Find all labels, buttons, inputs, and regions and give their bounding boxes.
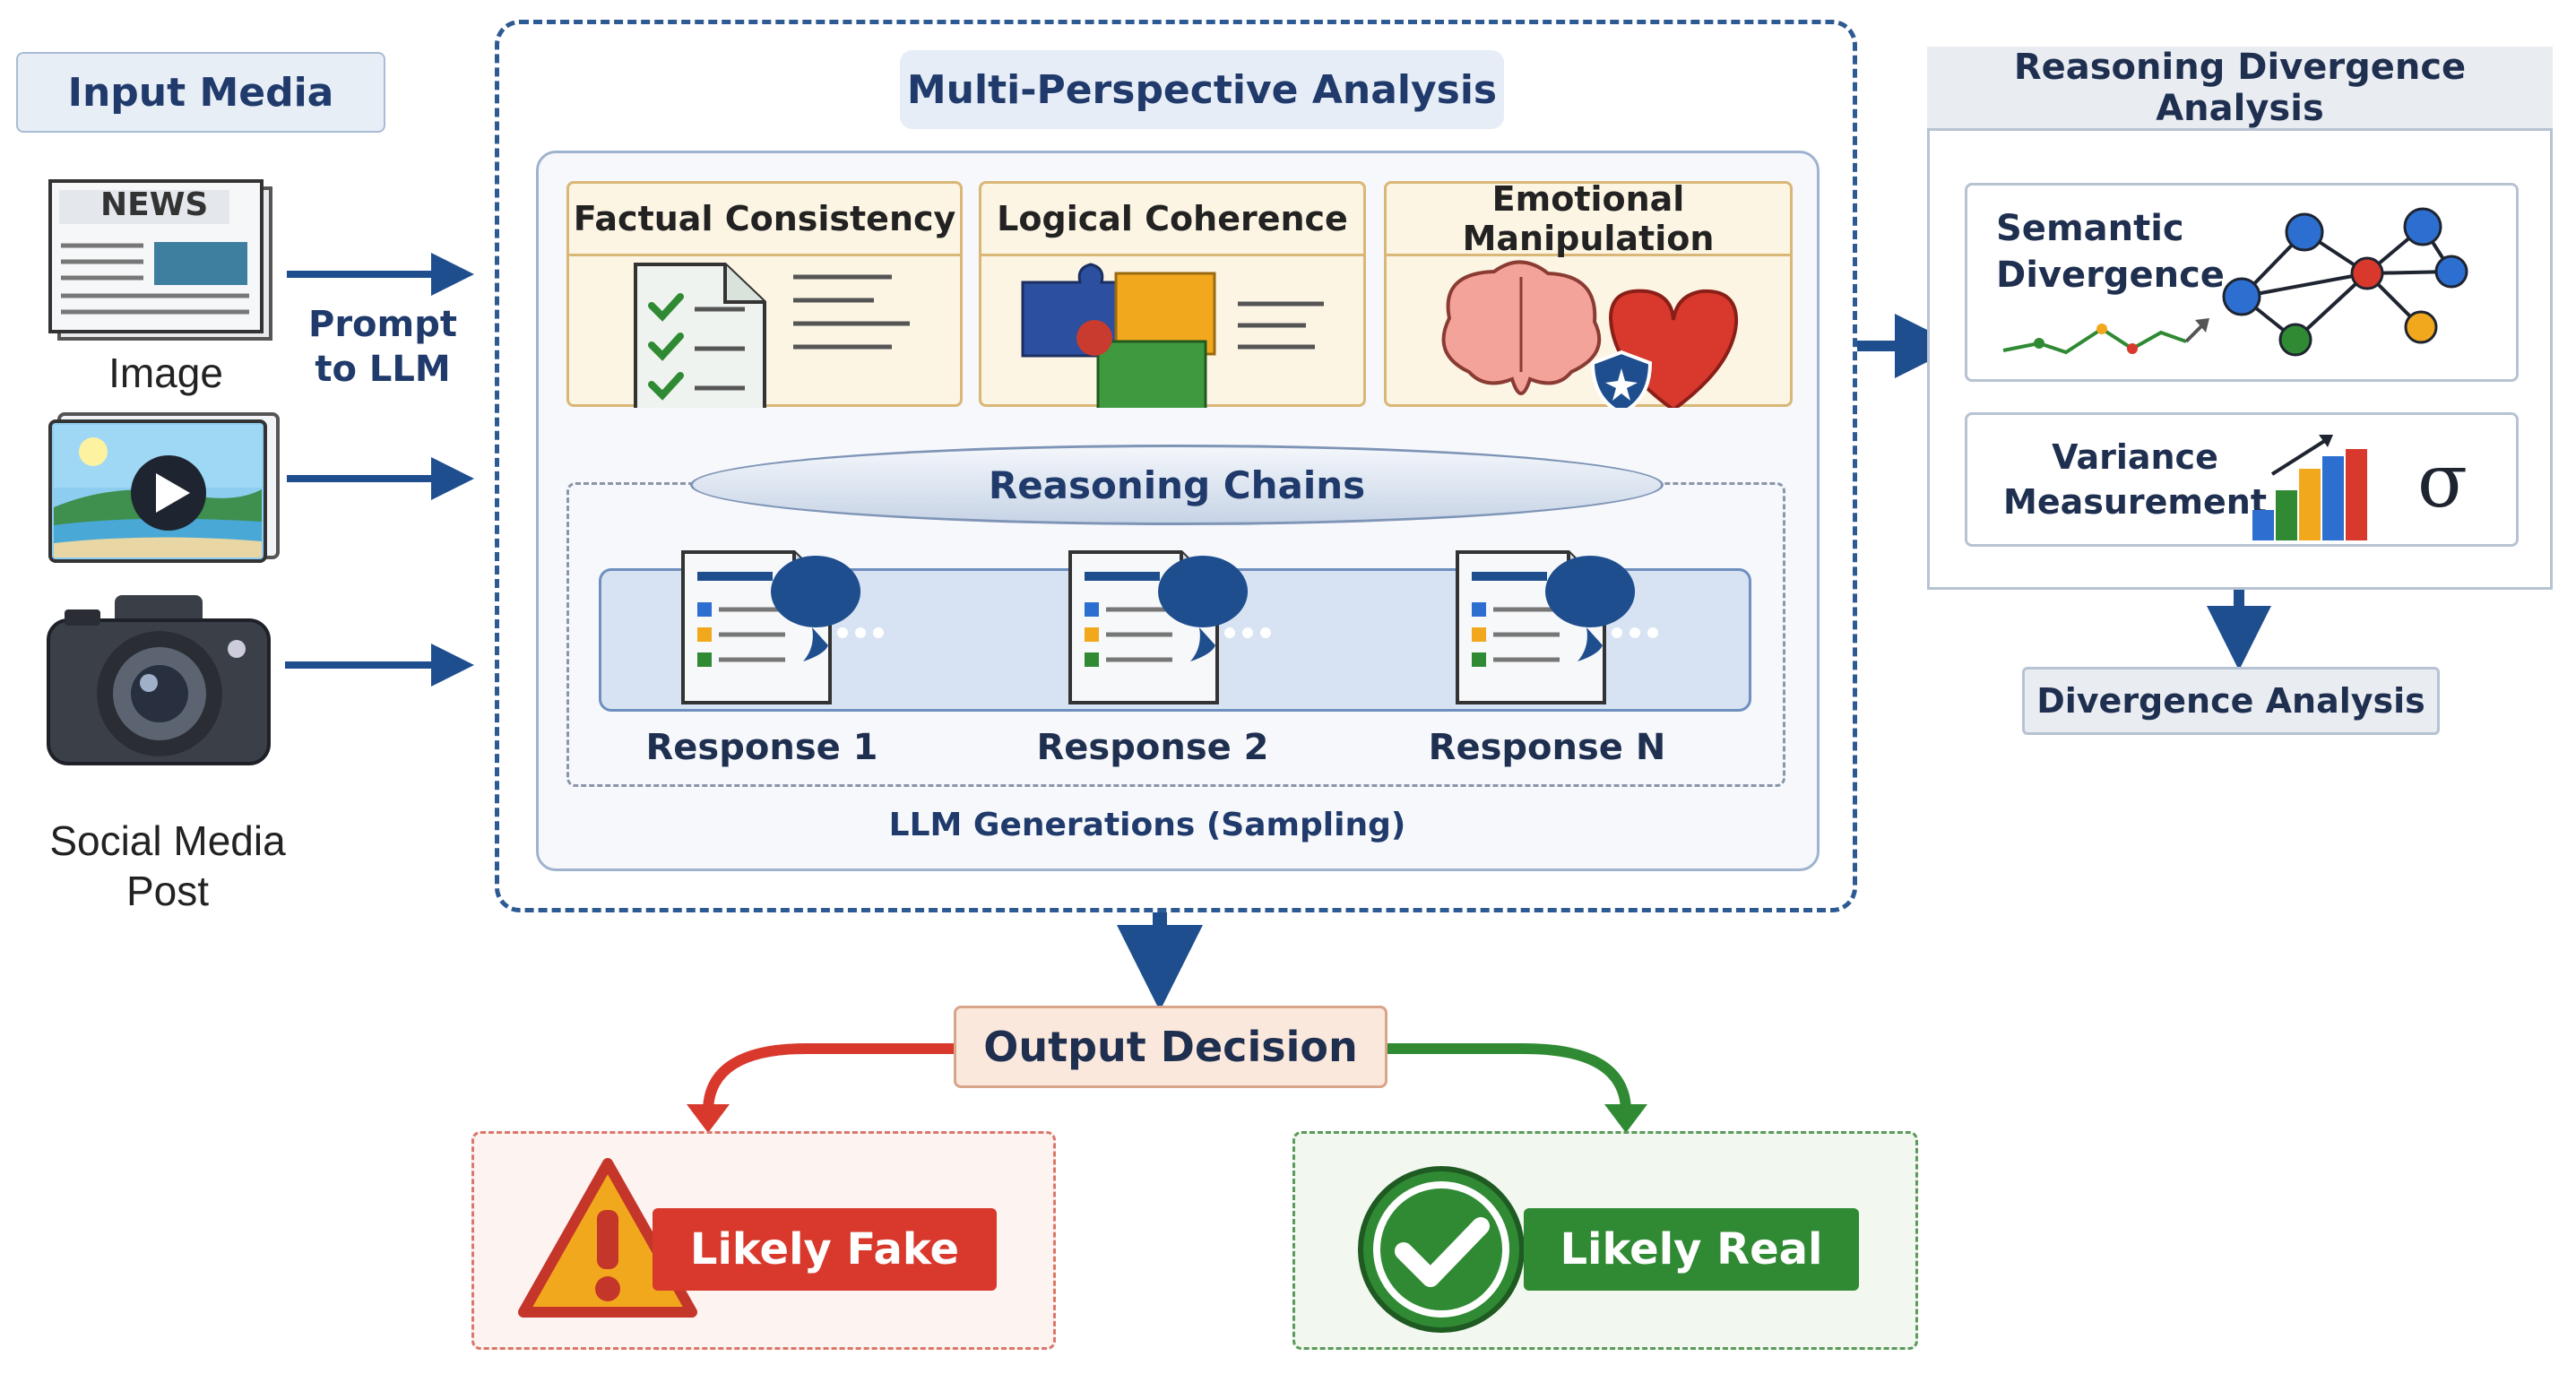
reasoning-chains-label: Reasoning Chains (690, 445, 1664, 525)
prompt-label-line1: Prompt (308, 304, 457, 345)
camera-icon (45, 593, 274, 769)
brain-heart-icon (1441, 260, 1739, 408)
puzzle-icon (1021, 263, 1324, 408)
response-1-label: Response 1 (645, 727, 878, 768)
social-media-label: Social Media Post (20, 814, 316, 918)
prompt-label-line2: to LLM (315, 349, 451, 390)
divergence-analysis-box: Divergence Analysis (2022, 667, 2440, 735)
prompt-label: Prompt to LLM (307, 298, 459, 396)
social-media-label-line1: Social Media (49, 817, 286, 864)
sigma-symbol: σ (2417, 439, 2468, 524)
factual-consistency-card: Factual Consistency (566, 181, 963, 408)
network-graph-icon (2002, 207, 2468, 357)
output-decision-box: Output Decision (954, 1006, 1387, 1088)
logical-coherence-label: Logical Coherence (981, 184, 1363, 256)
likely-real-label: Likely Real (1524, 1208, 1859, 1291)
multi-perspective-title: Multi-Perspective Analysis (900, 50, 1504, 129)
image-label: Image (108, 350, 223, 396)
video-icon (47, 409, 283, 565)
checklist-icon (634, 263, 910, 408)
warning-icon (518, 1158, 697, 1318)
likely-fake-label: Likely Fake (653, 1208, 997, 1291)
factual-consistency-label: Factual Consistency (569, 184, 960, 256)
divergence-panel-title: Reasoning Divergence Analysis (1927, 47, 2553, 131)
variance-measurement-label: Variance Measurement (2003, 435, 2267, 524)
semantic-divergence-card: Semantic Divergence (1965, 183, 2519, 382)
news-icon-text: NEWS (100, 186, 209, 223)
emotional-manipulation-card: Emotional Manipulation (1384, 179, 1793, 408)
variance-line1: Variance (2052, 437, 2218, 477)
fake-curve-arrow (687, 1043, 954, 1133)
news-icon (47, 179, 276, 344)
emotional-manipulation-label: Emotional Manipulation (1387, 179, 1790, 258)
variance-measurement-card: Variance Measurement σ (1965, 412, 2519, 547)
response-n-label: Response N (1428, 727, 1666, 768)
sampling-label: LLM Generations (Sampling) (888, 806, 1406, 843)
check-icon (1358, 1166, 1525, 1333)
logical-coherence-card: Logical Coherence (979, 181, 1366, 408)
semantic-line1: Semantic (1996, 208, 2184, 249)
response-2-label: Response 2 (1036, 727, 1269, 768)
response-doc-icon-1 (681, 550, 884, 704)
social-media-label-line2: Post (125, 868, 210, 914)
semantic-divergence-label: Semantic Divergence (1996, 205, 2225, 298)
response-doc-icon-n (1456, 550, 1658, 704)
real-curve-arrow (1387, 1043, 1647, 1133)
input-media-title: Input Media (16, 52, 385, 133)
bar-chart-icon (2252, 435, 2367, 540)
semantic-line2: Divergence (1996, 255, 2225, 296)
variance-line2: Measurement (2003, 482, 2267, 522)
response-doc-icon-2 (1068, 550, 1271, 704)
